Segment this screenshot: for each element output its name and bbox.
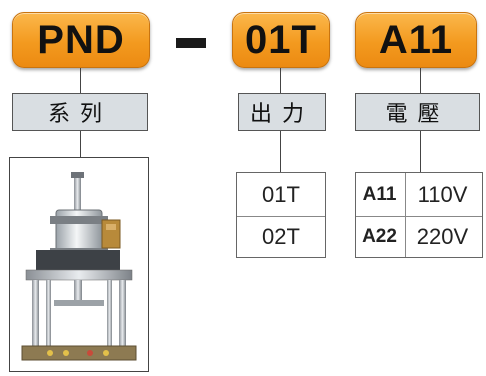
force-option-value: 02T [262,224,300,249]
voltage-options-table: A11 110V A22 220V [355,172,483,258]
voltage-option-value: 110V [417,182,468,207]
voltage-option-code: A22 [362,226,397,247]
connector-line [420,131,421,172]
force-option-row: 01T [237,175,325,215]
force-options-table: 01T 02T [236,172,326,258]
connector-line [280,68,281,93]
voltage-label: 電壓 [355,93,480,131]
force-label: 出力 [238,93,326,131]
voltage-column-divider [405,173,406,257]
connector-line [280,131,281,172]
pneumatic-press-machine-icon [21,172,137,361]
force-option-value: 01T [262,182,300,207]
voltage-code-badge: A11 [355,12,477,68]
voltage-option-value: 220V [416,224,469,249]
voltage-option-row: A11 110V [356,175,482,215]
force-option-row: 02T [237,216,325,257]
series-label: 系列 [12,93,148,131]
product-photo-frame [9,157,149,372]
voltage-option-row: A22 220V [356,216,482,257]
series-code-badge: PND [12,12,150,68]
voltage-option-code: A11 [362,184,397,205]
connector-line [420,68,421,93]
connector-line [80,68,81,93]
connector-line [80,131,81,157]
separator-dash [176,38,206,48]
force-code-badge: 01T [232,12,330,68]
